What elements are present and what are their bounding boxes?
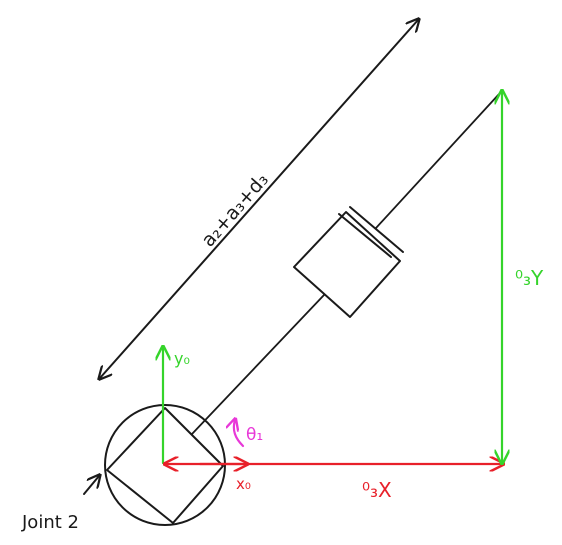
actuator-plate-1 [338, 213, 392, 258]
joint-diamond [106, 407, 224, 524]
prismatic-actuator [293, 211, 401, 318]
y0-label: y₀ [174, 349, 190, 368]
link-length-label: a₂+a₃+d₃ [197, 169, 273, 251]
arm-link-upper [375, 92, 501, 229]
arm-link-lower [191, 294, 325, 435]
theta1-label: θ₁ [246, 425, 263, 445]
joint-label: Joint 2 [21, 512, 79, 533]
y-projection-label: ⁰₃Y [515, 266, 544, 290]
x-projection-label: ⁰₃X [362, 478, 392, 502]
theta1-arc [234, 420, 245, 448]
link-length-arrow [100, 20, 418, 378]
actuator-plate-2 [349, 206, 404, 253]
joint-pointer-arrow [83, 476, 99, 495]
x0-label: x₀ [236, 475, 251, 493]
